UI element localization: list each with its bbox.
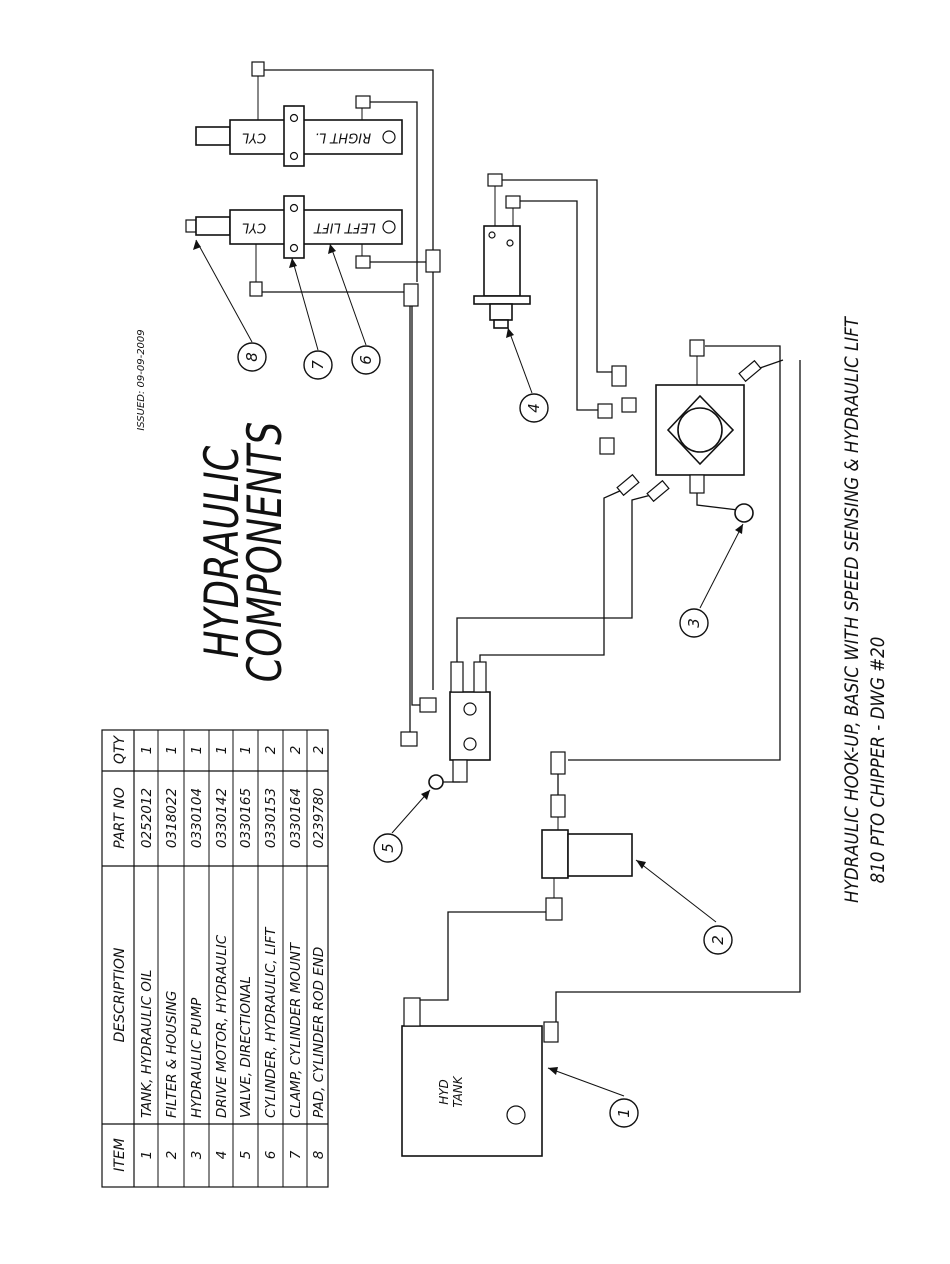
cell-item: 5 bbox=[238, 1151, 254, 1160]
table-row: 4 DRIVE MOTOR, HYDRAULIC 0330142 1 bbox=[214, 746, 230, 1160]
directional-valve bbox=[400, 661, 491, 790]
drive-motor bbox=[473, 173, 531, 329]
cell-qty: 2 bbox=[288, 746, 304, 755]
tee-fittings bbox=[403, 249, 441, 307]
cell-qty: 2 bbox=[263, 746, 279, 755]
cell-item: 4 bbox=[214, 1151, 230, 1160]
issued-date: ISSUED: 09-09-2009 bbox=[136, 329, 147, 430]
th-qty: QTY bbox=[112, 734, 128, 764]
cell-description: PAD, CYLINDER ROD END bbox=[311, 947, 327, 1118]
title-line-2: COMPONENTS bbox=[238, 422, 293, 683]
hydraulic-tank: HYD TANK bbox=[401, 997, 559, 1157]
th-item: ITEM bbox=[112, 1138, 128, 1172]
cell-part-no: 0252012 bbox=[139, 788, 155, 848]
bubble-3: 3 bbox=[685, 618, 703, 628]
cell-item: 1 bbox=[139, 1151, 155, 1160]
cell-qty: 1 bbox=[189, 746, 205, 755]
cell-description: CLAMP, CYLINDER MOUNT bbox=[288, 941, 304, 1118]
right-cyl-label-b: CYL bbox=[242, 130, 266, 145]
bubble-8: 8 bbox=[243, 352, 261, 362]
cell-item: 8 bbox=[311, 1151, 327, 1160]
th-description: DESCRIPTION bbox=[112, 947, 128, 1042]
cell-part-no: 0330142 bbox=[214, 788, 230, 848]
parts-table: ITEM DESCRIPTION PART NO QTY 1 TANK, HYD… bbox=[101, 729, 329, 1188]
cell-description: VALVE, DIRECTIONAL bbox=[238, 976, 254, 1118]
table-row: 2 FILTER & HOUSING 0318022 1 bbox=[164, 746, 180, 1160]
bubble-1: 1 bbox=[615, 1108, 633, 1118]
right-lift-cylinder: RIGHT L. CYL bbox=[195, 61, 403, 167]
cell-part-no: 0239780 bbox=[311, 788, 327, 848]
tank-label-a: HYD bbox=[437, 1079, 451, 1105]
hydraulic-lines bbox=[262, 69, 801, 1028]
table-row: 7 CLAMP, CYLINDER MOUNT 0330164 2 bbox=[288, 746, 304, 1160]
table-row: 5 VALVE, DIRECTIONAL 0330165 1 bbox=[238, 746, 254, 1160]
table-row: 1 TANK, HYDRAULIC OIL 0252012 1 bbox=[139, 746, 155, 1160]
cell-qty: 1 bbox=[164, 746, 180, 755]
cell-qty: 1 bbox=[238, 746, 254, 755]
bubble-4: 4 bbox=[525, 403, 543, 413]
cell-part-no: 0330164 bbox=[288, 788, 304, 848]
cell-item: 7 bbox=[288, 1150, 304, 1159]
cell-item: 6 bbox=[263, 1151, 279, 1160]
table-row: 3 HYDRAULIC PUMP 0330104 1 bbox=[189, 746, 205, 1160]
bubble-7: 7 bbox=[309, 360, 327, 370]
filter-housing bbox=[541, 751, 633, 921]
tank-label-b: TANK bbox=[451, 1075, 465, 1107]
bubble-5: 5 bbox=[379, 843, 397, 853]
right-cyl-label-a: RIGHT L. bbox=[315, 130, 371, 145]
cell-description: CYLINDER, HYDRAULIC, LIFT bbox=[263, 926, 279, 1118]
callouts: 8 7 6 4 3 5 2 1 bbox=[193, 239, 744, 1128]
caption-line-1: HYDRAULIC HOOK-UP, BASIC WITH SPEED SENS… bbox=[841, 315, 863, 903]
cell-item: 3 bbox=[189, 1151, 205, 1160]
bubble-6: 6 bbox=[357, 355, 375, 365]
cell-part-no: 0330104 bbox=[189, 788, 205, 848]
table-row: 6 CYLINDER, HYDRAULIC, LIFT 0330153 2 bbox=[263, 746, 279, 1160]
cell-description: TANK, HYDRAULIC OIL bbox=[139, 970, 155, 1118]
bubble-2: 2 bbox=[709, 935, 727, 945]
left-lift-cylinder: LEFT LIFT CYL bbox=[185, 195, 403, 297]
left-cyl-label-b: CYL bbox=[242, 220, 266, 235]
cell-qty: 2 bbox=[311, 746, 327, 755]
hydraulic-pump bbox=[597, 339, 762, 523]
table-row: 8 PAD, CYLINDER ROD END 0239780 2 bbox=[311, 746, 327, 1160]
cell-description: HYDRAULIC PUMP bbox=[189, 997, 205, 1118]
caption-line-2: 810 PTO CHIPPER - DWG #20 bbox=[867, 637, 889, 884]
cell-part-no: 0318022 bbox=[164, 788, 180, 848]
cell-part-no: 0330153 bbox=[263, 788, 279, 848]
left-cyl-label-a: LEFT LIFT bbox=[313, 220, 376, 235]
cell-description: FILTER & HOUSING bbox=[164, 991, 180, 1118]
th-part-no: PART NO bbox=[112, 787, 128, 849]
cell-qty: 1 bbox=[214, 746, 230, 755]
cell-description: DRIVE MOTOR, HYDRAULIC bbox=[214, 934, 230, 1118]
cell-item: 2 bbox=[164, 1151, 180, 1160]
cell-qty: 1 bbox=[139, 746, 155, 755]
cell-part-no: 0330165 bbox=[238, 788, 254, 848]
title-line-1: HYDRAULIC bbox=[195, 445, 250, 658]
